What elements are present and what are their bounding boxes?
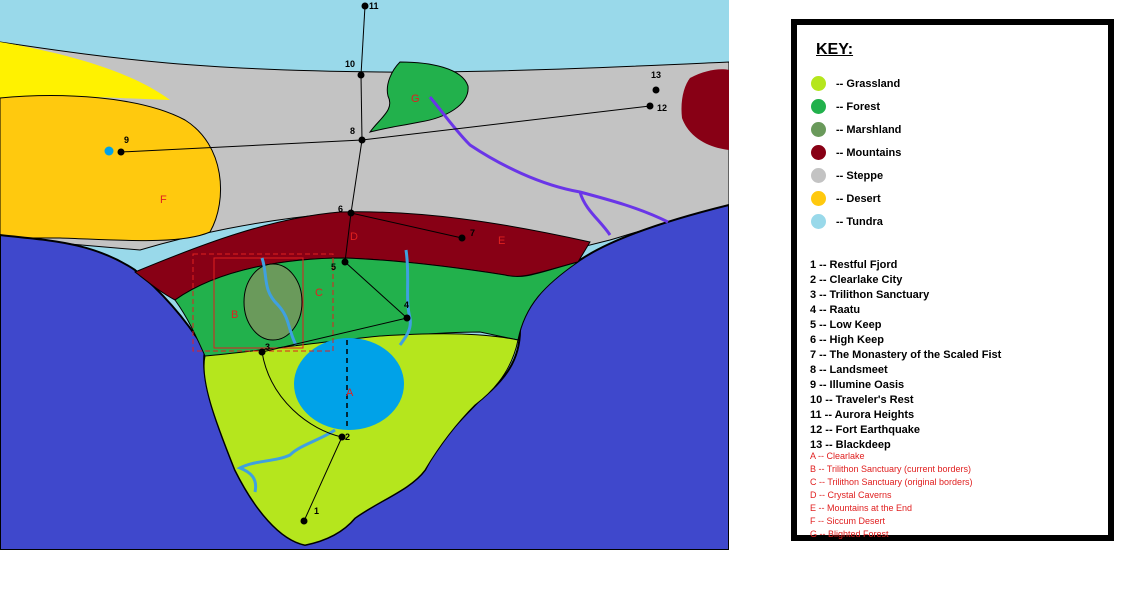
oasis-marker	[104, 146, 114, 156]
region-item: E -- Mountains at the End	[810, 503, 913, 513]
biome-swatch-icon	[811, 145, 826, 160]
location-number: 12	[657, 103, 667, 113]
arc-road	[261, 351, 343, 438]
place-item: 9 -- Illumine Oasis	[810, 379, 905, 391]
location-dot	[300, 517, 308, 525]
location-number: 7	[470, 228, 475, 238]
biome-label: -- Tundra	[836, 215, 883, 228]
location-number: 4	[404, 300, 409, 310]
biome-swatch-icon	[811, 99, 826, 114]
region-item: D -- Crystal Caverns	[810, 490, 892, 500]
biome-swatch-icon	[811, 168, 826, 183]
place-item: 6 -- High Keep	[810, 334, 884, 346]
region-item: B -- Trilithon Sanctuary (current border…	[810, 464, 972, 474]
location-number: 10	[345, 59, 355, 69]
location-dot	[347, 209, 355, 217]
place-item: 10 -- Traveler's Rest	[810, 394, 914, 406]
location-dot	[341, 258, 349, 266]
place-item: 11 -- Aurora Heights	[810, 409, 915, 421]
place-item: 4 -- Raatu	[810, 304, 861, 316]
river-west	[260, 257, 298, 346]
biome-label: -- Marshland	[836, 123, 902, 136]
desert-region	[0, 95, 221, 242]
legend-panel: KEY: -- Grassland-- Forest-- Marshland--…	[791, 19, 1114, 541]
biome-key-item: -- Tundra	[811, 210, 901, 233]
location-number: 11	[369, 1, 379, 11]
place-item: 13 -- Blackdeep	[810, 439, 891, 451]
region-item: C -- Trilithon Sanctuary (original borde…	[810, 477, 973, 487]
place-item: 3 -- Trilithon Sanctuary	[810, 289, 930, 301]
place-item: 7 -- The Monastery of the Scaled Fist	[810, 349, 1002, 361]
biome-key-item: -- Marshland	[811, 118, 901, 141]
region-letters: A B C D E F G	[160, 93, 505, 399]
biome-key-item: -- Forest	[811, 95, 901, 118]
biome-key-item: -- Mountains	[811, 141, 901, 164]
biome-key-list: -- Grassland -- Forest -- Marshland -- Moun…	[811, 72, 901, 233]
place-item: 2 -- Clearlake City	[810, 274, 903, 286]
biome-label: -- Steppe	[836, 169, 884, 182]
biome-key-item: -- Desert	[811, 187, 901, 210]
biome-swatch-icon	[811, 122, 826, 137]
legend-title: KEY:	[816, 41, 854, 58]
region-letter: A	[346, 387, 354, 399]
location-number: 5	[331, 262, 336, 272]
region-item: G -- Blighted Forest	[810, 529, 889, 539]
region-item: F -- Siccum Desert	[810, 516, 886, 526]
region-item: A -- Clearlake	[810, 451, 865, 461]
location-dot	[117, 148, 125, 156]
location-number: 3	[265, 342, 270, 352]
location-number: 9	[124, 135, 129, 145]
roads	[120, 5, 651, 522]
yellow-region	[0, 42, 170, 100]
biome-key-item: -- Steppe	[811, 164, 901, 187]
region-letter: D	[350, 231, 358, 243]
location-dot	[652, 86, 660, 94]
place-item: 5 -- Low Keep	[810, 319, 882, 331]
location-number: 1	[314, 506, 319, 516]
biome-label: -- Forest	[836, 100, 880, 113]
place-item: 1 -- Restful Fjord	[810, 259, 898, 271]
places-list: 1 -- Restful Fjord 2 -- Clearlake City 3 -…	[810, 258, 1001, 453]
biome-label: -- Desert	[836, 192, 881, 205]
east-mountains-region	[681, 69, 729, 150]
region-letter: B	[231, 309, 238, 321]
marshland-region	[243, 263, 303, 341]
biome-key-item: -- Grassland	[811, 72, 901, 95]
place-item: 8 -- Landsmeet	[810, 364, 888, 376]
location-dot	[403, 314, 411, 322]
location-dot	[458, 234, 466, 242]
biome-swatch-icon	[811, 76, 826, 91]
location-dot	[357, 71, 365, 79]
biome-label: -- Mountains	[836, 146, 902, 159]
location-number: 6	[338, 204, 343, 214]
sanctuary-current-border	[213, 257, 304, 349]
location-dot	[361, 2, 369, 10]
biome-swatch-icon	[811, 214, 826, 229]
location-number: 2	[345, 432, 350, 442]
region-letter: F	[160, 194, 167, 206]
location-number: 8	[350, 126, 355, 136]
place-item: 12 -- Fort Earthquake	[810, 424, 921, 436]
clearlake	[294, 338, 404, 430]
biome-label: -- Grassland	[836, 77, 901, 90]
biome-swatch-icon	[811, 191, 826, 206]
location-dot	[338, 433, 346, 441]
location-dot	[646, 102, 654, 110]
region-letter: G	[411, 93, 420, 105]
location-dot	[258, 348, 266, 356]
region-letter: E	[498, 235, 505, 247]
blight-river	[428, 96, 669, 236]
river-south	[236, 428, 336, 493]
grassland-region	[203, 333, 519, 546]
location-dot	[358, 136, 366, 144]
region-letter: C	[315, 287, 323, 299]
regions-list: A -- Clearlake B -- Trilithon Sanctuary (…	[810, 450, 973, 541]
location-number: 13	[651, 70, 661, 80]
